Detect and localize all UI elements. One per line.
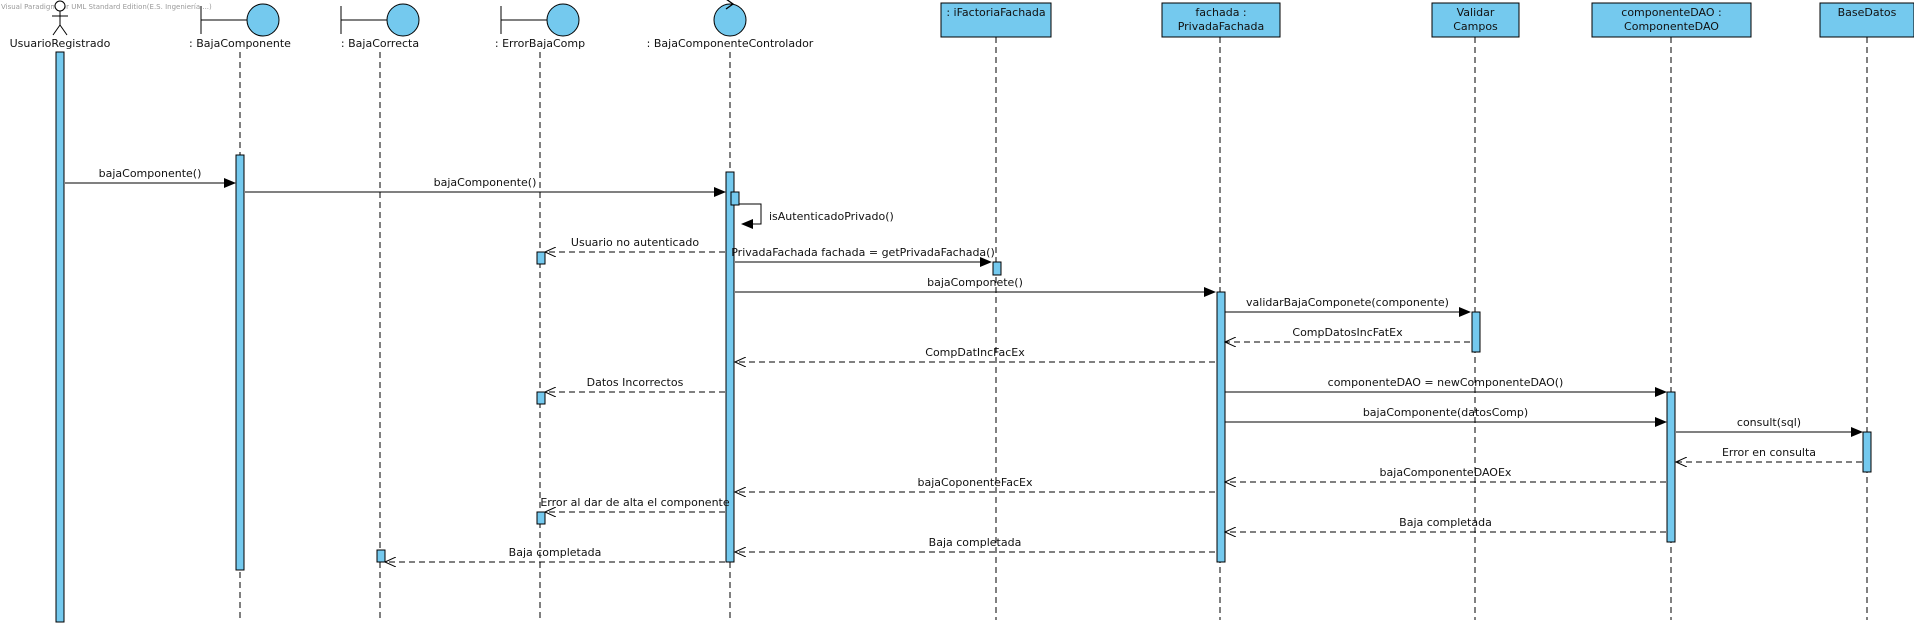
message-call[interactable]: PrivadaFachada fachada = getPrivadaFacha…: [731, 246, 995, 267]
message-return[interactable]: Error en consulta: [1676, 446, 1862, 462]
boundary-icon: [500, 3, 580, 37]
message-call[interactable]: validarBajaComponete(componente): [1225, 296, 1471, 317]
message-label: CompDatIncFacEx: [925, 346, 1025, 359]
lifeline-label: UsuarioRegistrado: [10, 37, 111, 50]
lifeline-head-usuario[interactable]: UsuarioRegistrado: [10, 0, 111, 50]
message-label: bajaComponente(): [99, 167, 202, 180]
message-label: consult(sql): [1737, 416, 1801, 429]
message-label: Datos Incorrectos: [587, 376, 684, 389]
activation-bar-basedatos: [1862, 431, 1872, 473]
lifeline-label: fachada :: [1195, 6, 1246, 19]
lifeline-head-baja_correcta[interactable]: : BajaCorrecta: [340, 3, 420, 50]
message-return[interactable]: bajaCoponenteFacEx: [735, 476, 1215, 492]
lifeline-box: [940, 2, 1052, 38]
activation-bar-compdao: [1666, 391, 1676, 543]
message-return[interactable]: Baja completada: [1225, 516, 1666, 532]
message-label: bajaComponenteDAOEx: [1380, 466, 1512, 479]
message-return[interactable]: Usuario no autenticado: [545, 236, 725, 252]
activation-bar-baja_comp: [235, 154, 245, 571]
message-return[interactable]: Datos Incorrectos: [545, 376, 725, 392]
watermark-text: Visual Paradigm for UML Standard Edition…: [1, 3, 212, 11]
message-label: bajaComponente(datosComp): [1363, 406, 1528, 419]
activations-layer: [55, 51, 1872, 623]
message-label: bajaComponente(): [434, 176, 537, 189]
message-label: Usuario no autenticado: [571, 236, 699, 249]
lifeline-label: : BajaComponente: [189, 37, 291, 50]
activation-bar-error_baja: [536, 391, 546, 405]
message-label: Baja completada: [929, 536, 1022, 549]
messages-layer: bajaComponente() bajaComponente() isAutent…: [65, 167, 1863, 562]
message-call[interactable]: bajaComponente(datosComp): [1225, 406, 1667, 427]
message-label: isAutenticadoPrivado(): [769, 210, 894, 223]
lifelines-layer: [59, 37, 1868, 620]
message-label: Baja completada: [509, 546, 602, 559]
lifeline-box: [1161, 2, 1281, 38]
activation-bar-fachada: [1216, 291, 1226, 563]
message-return[interactable]: CompDatIncFacEx: [735, 346, 1215, 362]
message-label: bajaComponete(): [927, 276, 1023, 289]
boundary-icon: [340, 3, 420, 37]
lifeline-head-ifactoria[interactable]: : iFactoriaFachada: [940, 2, 1052, 38]
lifeline-box: [1431, 2, 1520, 38]
activation-bar-validar: [1471, 311, 1481, 353]
activation-bar-controlador: [725, 171, 735, 563]
message-arrow: [739, 203, 762, 229]
message-label: componenteDAO = newComponenteDAO(): [1328, 376, 1564, 389]
lifeline-label: componenteDAO :: [1621, 6, 1721, 19]
message-label: Error en consulta: [1722, 446, 1816, 459]
message-call[interactable]: bajaComponente(): [245, 176, 726, 197]
lifeline-head-fachada[interactable]: fachada :PrivadaFachada: [1161, 2, 1281, 38]
activation-bar-ifactoria: [992, 261, 1002, 276]
lifeline-head-controlador[interactable]: : BajaComponenteControlador: [647, 0, 814, 50]
message-return[interactable]: Baja completada: [385, 546, 725, 562]
activation-bar-error_baja: [536, 251, 546, 265]
message-return[interactable]: Error al dar de alta el componente: [540, 496, 730, 512]
message-call[interactable]: bajaComponente(): [65, 167, 236, 188]
lifeline-head-basedatos[interactable]: BaseDatos: [1819, 2, 1914, 38]
boundary-icon: [200, 3, 280, 37]
lifeline-label: : ErrorBajaComp: [495, 37, 585, 50]
activation-bar-usuario: [55, 51, 65, 623]
activation-bar-controlador: [730, 191, 740, 206]
lifeline-label: PrivadaFachada: [1178, 20, 1265, 33]
lifeline-box: [1819, 2, 1914, 38]
message-call[interactable]: componenteDAO = newComponenteDAO(): [1225, 376, 1667, 397]
lifeline-label: : iFactoriaFachada: [946, 6, 1045, 19]
activation-bar-baja_correcta: [376, 549, 386, 563]
lifeline-label: BaseDatos: [1838, 6, 1897, 19]
control-icon: [713, 0, 747, 37]
message-label: validarBajaComponete(componente): [1246, 296, 1449, 309]
lifeline-label: Campos: [1453, 20, 1498, 33]
message-call[interactable]: consult(sql): [1676, 416, 1863, 437]
lifeline-heads-layer: UsuarioRegistrado : BajaComponente : BajaC…: [10, 0, 1914, 50]
activation-bar-error_baja: [536, 511, 546, 525]
lifeline-head-error_baja[interactable]: : ErrorBajaComp: [495, 3, 585, 50]
message-return[interactable]: bajaComponenteDAOEx: [1225, 466, 1666, 482]
message-label: Error al dar de alta el componente: [540, 496, 729, 509]
message-call[interactable]: bajaComponete(): [735, 276, 1216, 297]
message-label: Baja completada: [1399, 516, 1492, 529]
lifeline-box: [1591, 2, 1752, 38]
lifeline-label: ComponenteDAO: [1624, 20, 1719, 33]
message-return[interactable]: CompDatosIncFatEx: [1225, 326, 1470, 342]
message-label: PrivadaFachada fachada = getPrivadaFacha…: [731, 246, 995, 259]
actor-icon: [52, 0, 68, 36]
message-return[interactable]: Baja completada: [735, 536, 1215, 552]
message-self[interactable]: isAutenticadoPrivado(): [739, 203, 894, 229]
lifeline-head-compdao[interactable]: componenteDAO :ComponenteDAO: [1591, 2, 1752, 38]
message-label: bajaCoponenteFacEx: [917, 476, 1032, 489]
lifeline-label: : BajaComponenteControlador: [647, 37, 814, 50]
lifeline-head-baja_comp[interactable]: : BajaComponente: [189, 3, 291, 50]
lifeline-label: Validar: [1457, 6, 1495, 19]
message-label: CompDatosIncFatEx: [1292, 326, 1403, 339]
lifeline-label: : BajaCorrecta: [341, 37, 419, 50]
